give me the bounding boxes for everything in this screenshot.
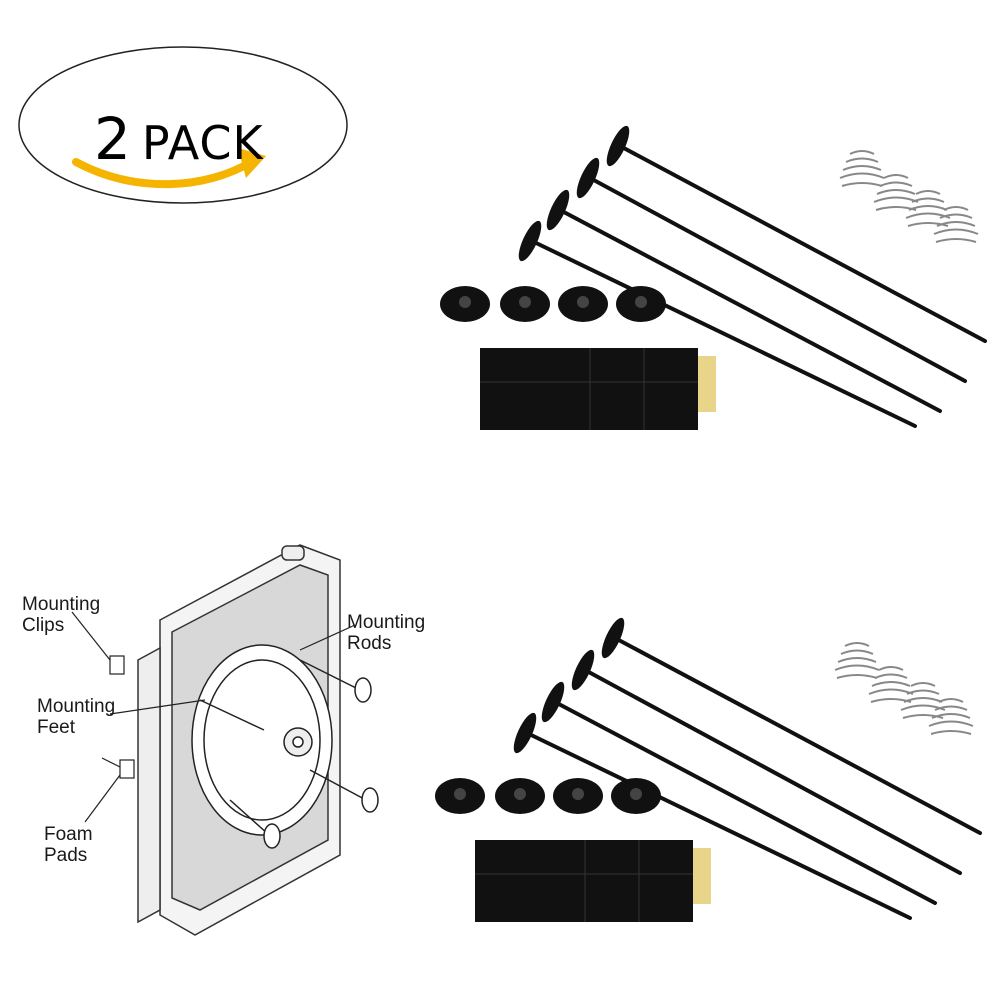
clips xyxy=(71,611,356,823)
rods xyxy=(199,659,379,849)
label-foam-pads: Foam Pads xyxy=(44,824,93,866)
label-mounting-feet: Mounting Feet xyxy=(37,696,116,738)
arrow-head-icon xyxy=(238,148,266,178)
label-mounting-clips: Mounting Clips xyxy=(22,594,101,636)
badge-label: PACK xyxy=(141,116,264,170)
fan xyxy=(191,644,333,836)
label-mounting-rods: Mounting Rods xyxy=(347,612,426,654)
badge-number: 2 xyxy=(94,105,132,173)
arrow-icon xyxy=(72,158,255,189)
badge-ellipse xyxy=(18,46,348,204)
